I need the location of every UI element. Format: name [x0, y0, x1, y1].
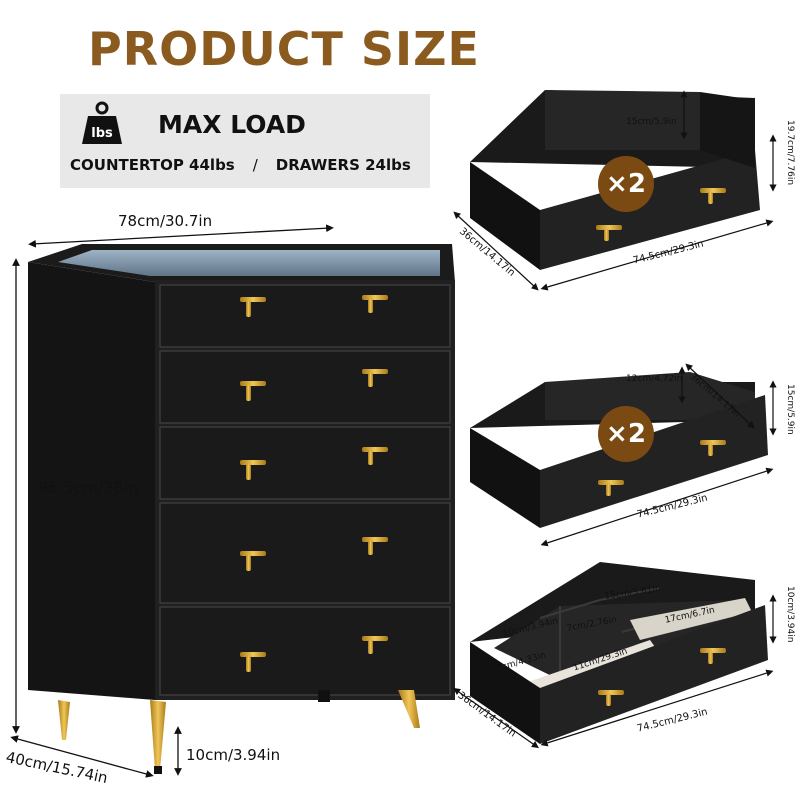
dresser-drawer [159, 350, 451, 424]
max-load-title: MAX LOAD [158, 110, 306, 139]
dresser [28, 244, 455, 774]
drawer-top-dimension-lines [453, 90, 777, 291]
leg-height-label: 10cm/3.94in [186, 746, 281, 764]
drawer-top-inner-height-label: 15cm/5.9in [626, 117, 677, 127]
dresser-side [28, 262, 155, 700]
dresser-drawer [159, 502, 451, 604]
drawer-middle-dimension-lines [540, 363, 777, 547]
drawer-bottom-height-label: 10cm/3.94in [785, 586, 795, 643]
drawer-middle-height-label: 15cm/5.9in [785, 384, 795, 435]
drawer-bottom-tray [630, 598, 752, 640]
dresser-drawer [159, 606, 451, 696]
dresser-width-label: 78cm/30.7in [118, 212, 213, 230]
drawer-bottom-dimension-lines [453, 594, 777, 749]
dresser-legs [58, 690, 420, 774]
drawer-top-quantity-badge: ×2 [598, 156, 654, 212]
weight-icon-label: lbs [91, 126, 113, 141]
drawers-load: DRAWERS 24lbs [275, 156, 411, 174]
dresser-drawer [159, 426, 451, 500]
max-load-panel: lbs MAX LOAD COUNTERTOP 44lbs / DRAWERS 24… [60, 94, 430, 188]
load-separator: / [252, 156, 258, 174]
dresser-height-label: 96.5cm/38in [38, 478, 139, 497]
drawer-top-height-label: 19.7cm/7.76in [785, 120, 795, 186]
countertop-load: COUNTERTOP 44lbs [70, 156, 235, 174]
weight-icon: lbs [82, 101, 122, 144]
drawer-middle-side [470, 428, 540, 528]
dresser-dimension-lines [10, 224, 334, 778]
page-title: PRODUCT SIZE [88, 22, 480, 76]
max-load-details: COUNTERTOP 44lbs / DRAWERS 24lbs [70, 156, 411, 174]
drawer-handles [240, 295, 388, 672]
drawer-middle-quantity-badge: ×2 [598, 406, 654, 462]
drawer-middle-inner-height-label: 12cm/4.72in [626, 374, 683, 384]
glass-countertop [58, 250, 440, 276]
dresser-drawer [159, 284, 451, 348]
dresser-drawers [159, 284, 451, 696]
